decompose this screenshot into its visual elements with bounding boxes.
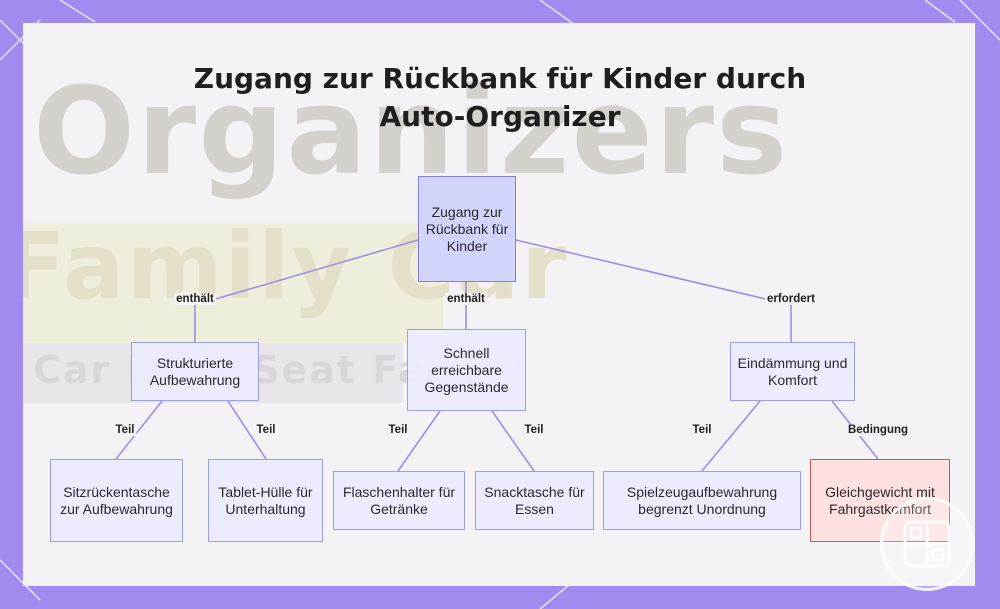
edge-structured-tablet: [227, 400, 267, 460]
node-toy-storage-label: Spielzeugaufbewahrung begrenzt Unordnung: [626, 483, 778, 517]
edge-label-root-quick: enthält: [445, 293, 487, 305]
node-structured-storage-label: Strukturierte Aufbewahrung: [149, 354, 241, 388]
node-root[interactable]: Zugang zur Rückbank für Kinder: [418, 176, 516, 282]
background-photo-band: [23, 223, 443, 343]
edge-label-structured-seatback: Teil: [113, 424, 137, 436]
edge-label-structured-tablet: Teil: [254, 424, 278, 436]
edge-label-root-contain: erfordert: [765, 293, 817, 305]
edge-structured-seatback: [115, 400, 163, 460]
title-line-1: Zugang zur Rückbank für Kinder durch: [193, 62, 807, 95]
edge-contain-toy: [701, 400, 761, 472]
node-quick-items-label: Schnell erreichbare Gegenstände: [424, 344, 509, 395]
grid-logo-icon: [880, 497, 974, 591]
node-tablet-holder[interactable]: Tablet-Hülle für Unterhaltung: [208, 459, 323, 542]
node-containment-comfort-label: Eindämmung und Komfort: [737, 354, 848, 388]
edge-label-quick-snack: Teil: [522, 424, 546, 436]
edge-root-contain: [515, 239, 792, 342]
edge-label-root-structured: enthält: [174, 293, 216, 305]
node-toy-storage[interactable]: Spielzeugaufbewahrung begrenzt Unordnung: [603, 471, 801, 530]
node-containment-comfort[interactable]: Eindämmung und Komfort: [730, 342, 855, 401]
edge-quick-bottle: [397, 410, 441, 472]
node-bottle-holder[interactable]: Flaschenhalter für Getränke: [333, 471, 465, 530]
grid-logo-glyph: [903, 520, 951, 568]
edge-quick-snack: [491, 410, 535, 472]
edge-root-structured: [194, 239, 419, 342]
edge-label-contain-toy: Teil: [690, 424, 714, 436]
node-quick-items[interactable]: Schnell erreichbare Gegenstände: [407, 329, 526, 411]
diagram-title: Zugang zur Rückbank für Kinder durch Aut…: [0, 60, 1000, 136]
node-tablet-holder-label: Tablet-Hülle für Unterhaltung: [218, 483, 313, 517]
node-bottle-holder-label: Flaschenhalter für Getränke: [342, 483, 456, 517]
node-seatback-pocket[interactable]: Sitzrückentasche zur Aufbewahrung: [50, 459, 183, 542]
node-root-label: Zugang zur Rückbank für Kinder: [425, 203, 509, 254]
node-snack-bag[interactable]: Snacktasche für Essen: [475, 471, 594, 530]
node-structured-storage[interactable]: Strukturierte Aufbewahrung: [131, 342, 259, 401]
background-photo-text: Organizers: [33, 63, 790, 202]
node-seatback-pocket-label: Sitzrückentasche zur Aufbewahrung: [60, 483, 173, 517]
node-snack-bag-label: Snacktasche für Essen: [484, 483, 585, 517]
edge-label-quick-bottle: Teil: [386, 424, 410, 436]
edge-label-contain-balance: Bedingung: [845, 424, 911, 436]
title-line-2: Auto-Organizer: [379, 100, 621, 133]
